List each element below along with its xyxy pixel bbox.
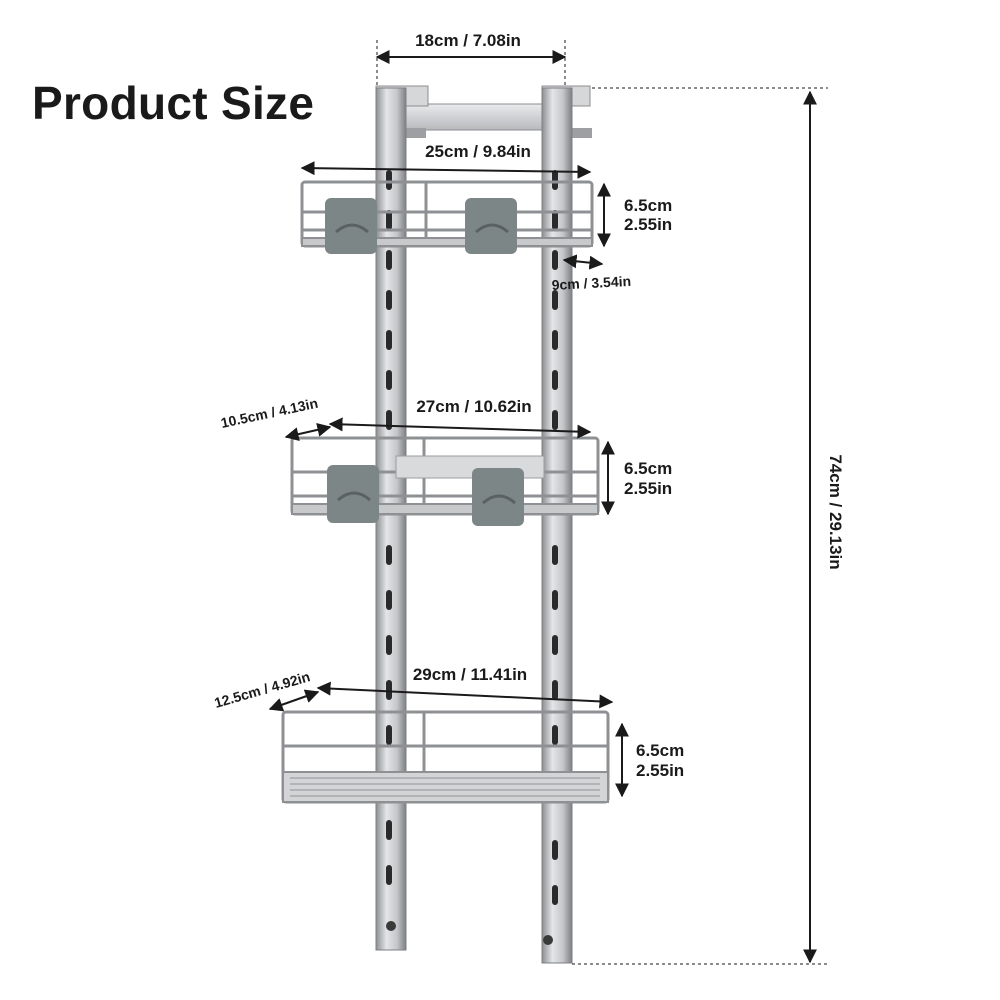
shelf1-height-in-label: 2.55in	[624, 215, 672, 234]
left-upright	[375, 87, 407, 951]
total-height-label: 74cm / 29.13in	[826, 454, 845, 569]
hook-icon	[325, 198, 377, 254]
shelf3-depth-label: 12.5cm / 4.92in	[212, 668, 311, 711]
product-size-title: Product Size	[32, 77, 315, 129]
shelf2-height-in-label: 2.55in	[624, 479, 672, 498]
shelf2-width-label: 27cm / 10.62in	[416, 397, 531, 416]
shelf3-height-cm-label: 6.5cm	[636, 741, 684, 760]
hook-icon	[465, 198, 517, 254]
hook-icon	[472, 468, 524, 526]
top-width-label: 18cm / 7.08in	[415, 31, 521, 50]
hook-icon	[327, 465, 379, 523]
shelf3-width-label: 29cm / 11.41in	[413, 665, 527, 684]
dimension-lines	[268, 40, 828, 965]
shelf2-height-cm-label: 6.5cm	[624, 459, 672, 478]
right-upright	[541, 87, 573, 964]
shelf3-height-in-label: 2.55in	[636, 761, 684, 780]
shelf-3	[281, 710, 610, 804]
shelf1-depth-label: 9cm / 3.54in	[551, 273, 631, 293]
shelf2-depth-label: 10.5cm / 4.13in	[219, 395, 319, 431]
shelf1-height-cm-label: 6.5cm	[624, 196, 672, 215]
shelf1-width-label: 25cm / 9.84in	[425, 142, 531, 161]
